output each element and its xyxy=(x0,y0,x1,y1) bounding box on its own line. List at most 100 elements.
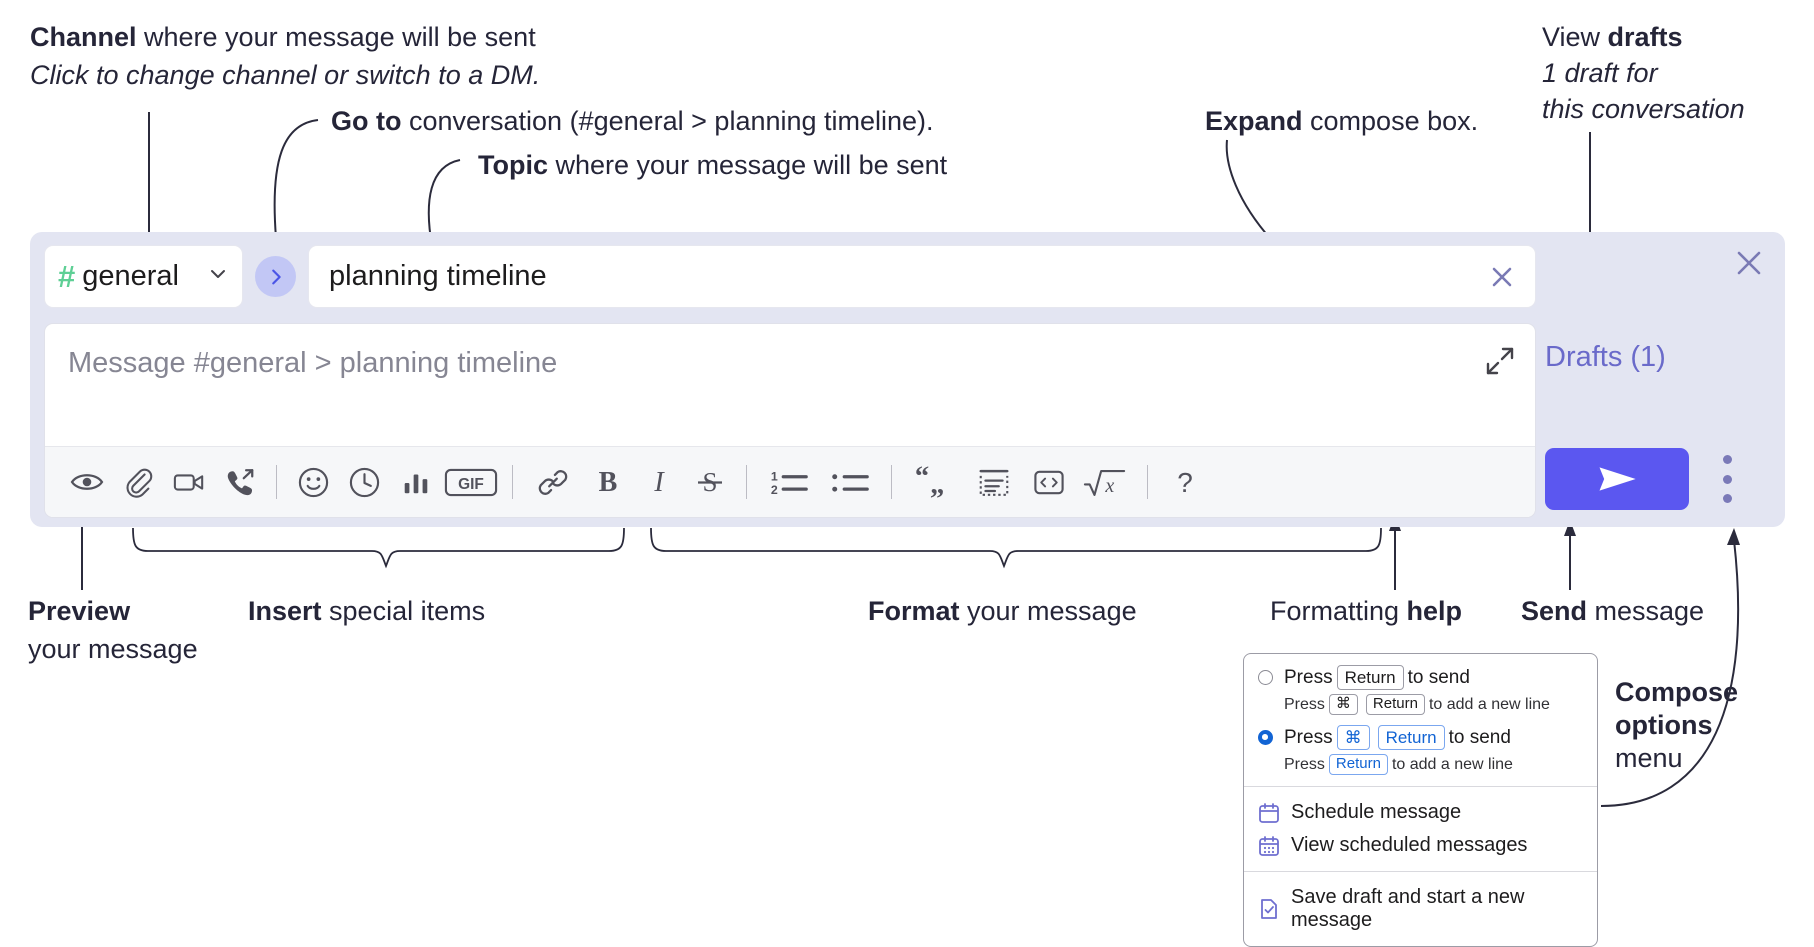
menu-item-schedule-message[interactable]: Schedule message xyxy=(1244,796,1597,829)
annotation-preview-sub: your message xyxy=(28,633,198,664)
close-icon xyxy=(1737,251,1761,275)
more-vertical-icon xyxy=(1722,455,1732,464)
strikethrough-icon[interactable]: S xyxy=(684,458,735,506)
annotation-drafts: View drafts 1 draft for this conversatio… xyxy=(1542,22,1745,126)
italic-icon[interactable]: I xyxy=(633,458,684,506)
option1-hint-pre: Press xyxy=(1284,695,1325,713)
schedule-section: Schedule message View scheduled messages xyxy=(1244,786,1597,871)
menu-item-label: Save draft and start a new message xyxy=(1291,886,1525,931)
annotation-send-rest: message xyxy=(1587,596,1705,626)
annotation-goto: Go to conversation (#general > planning … xyxy=(331,106,934,138)
attachment-icon[interactable] xyxy=(112,458,163,506)
close-icon xyxy=(1492,267,1512,286)
annotation-goto-rest: conversation (#general > planning timeli… xyxy=(401,106,934,136)
channel-selector-button[interactable]: # general xyxy=(44,245,243,308)
annotation-channel: Channel where your message will be sent … xyxy=(30,22,540,92)
compose-options-button[interactable] xyxy=(1716,455,1738,503)
formatting-help-icon[interactable]: ? xyxy=(1159,458,1210,506)
code-block-icon[interactable] xyxy=(965,458,1023,506)
emoji-icon[interactable] xyxy=(288,458,339,506)
bulleted-list-icon[interactable] xyxy=(820,458,880,506)
annotation-preview-bold: Preview xyxy=(28,596,131,626)
radio-button-selected[interactable] xyxy=(1258,730,1273,746)
compose-box: # general planning timeline xyxy=(30,232,1785,527)
more-vertical-icon xyxy=(1722,474,1732,484)
option2-post: to send xyxy=(1448,727,1511,748)
key-return: Return xyxy=(1377,725,1445,751)
toolbar-separator xyxy=(512,465,513,499)
expand-compose-button[interactable] xyxy=(1483,344,1517,378)
annotation-channel-bold: Channel xyxy=(30,22,137,52)
annotation-topic-rest: where your message will be sent xyxy=(548,150,948,180)
send-button[interactable] xyxy=(1545,448,1689,510)
preview-icon[interactable] xyxy=(61,458,112,506)
compose-inner: # general planning timeline xyxy=(44,245,1536,308)
ordered-list-icon[interactable]: 1 2 xyxy=(758,458,820,506)
annotation-compose-bold1: Compose xyxy=(1615,677,1739,707)
svg-text:GIF: GIF xyxy=(458,476,484,493)
bold-icon[interactable]: B xyxy=(582,458,633,506)
compose-close-button[interactable] xyxy=(1734,248,1764,278)
annotation-goto-bold: Go to xyxy=(331,106,402,136)
annotation-drafts-sub1: 1 draft for xyxy=(1542,57,1658,88)
gif-icon[interactable]: GIF xyxy=(441,458,501,506)
chevron-right-icon xyxy=(271,269,281,284)
annotation-drafts-sub2: this conversation xyxy=(1542,93,1745,124)
svg-text:I: I xyxy=(653,467,665,498)
menu-item-label: Schedule message xyxy=(1291,801,1462,823)
huddle-phone-icon[interactable] xyxy=(214,458,265,506)
link-icon[interactable] xyxy=(524,458,582,506)
goto-conversation-button[interactable] xyxy=(255,256,296,297)
clock-icon[interactable] xyxy=(339,458,390,506)
option2-hint-pre: Press xyxy=(1284,755,1325,773)
draft-section: Save draft and start a new message xyxy=(1244,871,1597,946)
annotation-insert: Insert special items xyxy=(248,596,485,628)
svg-text:?: ? xyxy=(1177,467,1193,498)
key-return: Return xyxy=(1328,754,1388,775)
document-check-icon xyxy=(1258,898,1280,920)
annotation-expand-bold: Expand xyxy=(1205,106,1303,136)
blockquote-icon[interactable]: “„ xyxy=(903,458,965,506)
video-camera-icon[interactable] xyxy=(163,458,214,506)
annotation-format: Format your message xyxy=(868,596,1137,628)
svg-text:x: x xyxy=(1104,475,1114,497)
more-vertical-icon xyxy=(1722,494,1732,503)
math-formula-icon[interactable]: x xyxy=(1074,458,1136,506)
message-input-area[interactable]: Message #general > planning timeline xyxy=(44,323,1536,518)
formatting-toolbar: GIF B I S 1 2 xyxy=(45,446,1535,517)
topic-input[interactable]: planning timeline xyxy=(308,245,1536,308)
poll-bars-icon[interactable] xyxy=(390,458,441,506)
radio-button[interactable] xyxy=(1258,670,1273,686)
annotation-format-bold: Format xyxy=(868,596,960,626)
menu-item-view-scheduled[interactable]: View scheduled messages xyxy=(1244,829,1597,862)
svg-text:1: 1 xyxy=(771,469,778,483)
annotation-formatting-help: Formatting help xyxy=(1270,596,1462,628)
option2-hint-post: to add a new line xyxy=(1391,755,1513,773)
option2-pre: Press xyxy=(1284,727,1333,748)
menu-item-save-draft[interactable]: Save draft and start a new message xyxy=(1244,881,1597,937)
svg-text:„: „ xyxy=(930,468,944,499)
channel-name: general xyxy=(82,260,179,292)
annotation-channel-rest: where your message will be sent xyxy=(136,22,536,52)
svg-text:B: B xyxy=(598,467,617,498)
annotation-insert-bold: Insert xyxy=(248,596,322,626)
topic-value: planning timeline xyxy=(329,260,547,292)
annotation-help-bold: help xyxy=(1406,596,1463,626)
annotation-compose-bold2: options xyxy=(1615,709,1713,740)
annotation-preview: Preview your message xyxy=(28,596,198,666)
svg-text:2: 2 xyxy=(771,482,778,496)
annotation-drafts-bold: drafts xyxy=(1607,22,1683,52)
inline-code-icon[interactable] xyxy=(1023,458,1074,506)
chevron-down-icon xyxy=(207,263,229,290)
annotation-compose-rest: menu xyxy=(1615,742,1683,773)
annotation-channel-sub: Click to change channel or switch to a D… xyxy=(30,59,541,90)
expand-diagonal-icon xyxy=(1486,347,1514,375)
drafts-link[interactable]: Drafts (1) xyxy=(1545,341,1666,373)
key-return: Return xyxy=(1336,665,1404,691)
topic-clear-button[interactable] xyxy=(1487,262,1517,292)
